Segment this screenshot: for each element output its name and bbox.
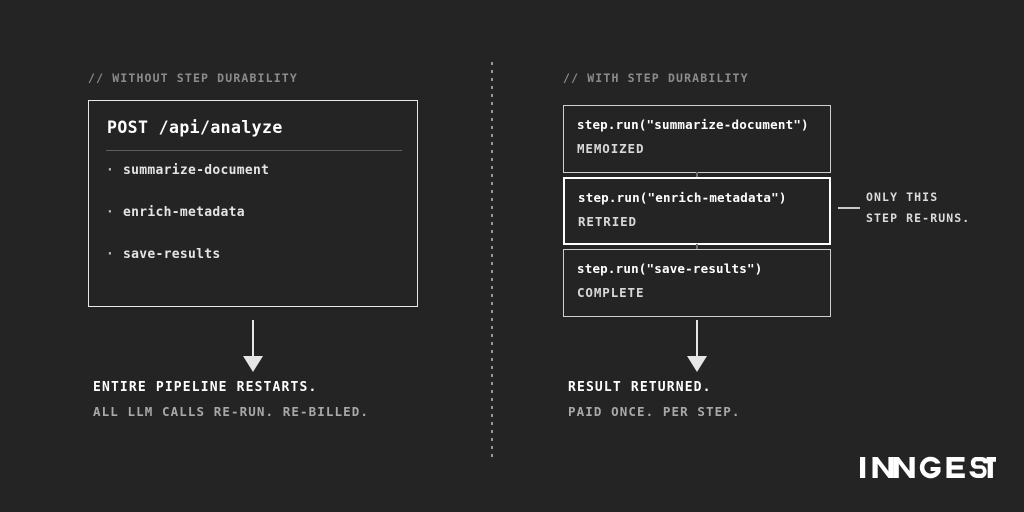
- step-connector-line: [696, 172, 698, 178]
- monolith-step-item: · enrich-metadata: [106, 205, 406, 247]
- arrow-stem: [696, 320, 698, 358]
- monolith-step-label: summarize-document: [123, 163, 270, 178]
- monolith-step-item: · summarize-document: [106, 163, 406, 205]
- monolith-step-list: · summarize-document · enrich-metadata · save…: [106, 163, 406, 289]
- down-arrow-icon-left: [241, 320, 265, 372]
- section-header-without-durability: // WITHOUT STEP DURABILITY: [88, 71, 298, 85]
- vertical-dotted-divider: [491, 62, 493, 462]
- outcome-primary-text: ENTIRE PIPELINE RESTARTS.: [93, 380, 318, 395]
- arrow-stem: [252, 320, 254, 358]
- arrow-head: [243, 356, 263, 372]
- monolith-step-label: save-results: [123, 247, 221, 262]
- callout-line-1: ONLY THIS: [866, 190, 939, 204]
- step-box-enrich-metadata: step.run("enrich-metadata") RETRIED: [563, 177, 831, 245]
- panel-divider-rule: [106, 150, 402, 151]
- arrow-head: [687, 356, 707, 372]
- callout-annotation: ONLY THIS STEP RE-RUNS.: [866, 187, 970, 229]
- callout-leader-line: [838, 207, 860, 209]
- outcome-caption-right: RESULT RETURNED. PAID ONCE. PER STEP.: [568, 380, 741, 419]
- bullet-icon: ·: [106, 247, 115, 262]
- outcome-caption-left: ENTIRE PIPELINE RESTARTS. ALL LLM CALLS …: [93, 380, 369, 419]
- bullet-icon: ·: [106, 163, 115, 178]
- outcome-secondary-text: ALL LLM CALLS RE-RUN. RE-BILLED.: [93, 404, 370, 419]
- outcome-primary-text: RESULT RETURNED.: [568, 380, 712, 395]
- monolith-step-item: · save-results: [106, 247, 406, 289]
- outcome-secondary-text: PAID ONCE. PER STEP.: [568, 404, 741, 419]
- step-call-label: step.run("enrich-metadata"): [578, 190, 787, 205]
- step-status-badge: MEMOIZED: [577, 141, 645, 156]
- callout-line-2: STEP RE-RUNS.: [866, 211, 971, 225]
- endpoint-title: POST /api/analyze: [107, 118, 283, 137]
- monolith-step-label: enrich-metadata: [123, 205, 245, 220]
- step-connector-line: [696, 244, 698, 250]
- monolith-request-panel: POST /api/analyze · summarize-document · en…: [88, 100, 418, 307]
- section-header-with-durability: // WITH STEP DURABILITY: [563, 71, 749, 85]
- bullet-icon: ·: [106, 205, 115, 220]
- step-status-badge: COMPLETE: [577, 285, 645, 300]
- step-status-badge: RETRIED: [578, 214, 637, 229]
- inngest-logo: [860, 452, 996, 482]
- step-call-label: step.run("summarize-document"): [577, 117, 809, 132]
- step-call-label: step.run("save-results"): [577, 261, 763, 276]
- step-box-save-results: step.run("save-results") COMPLETE: [563, 249, 831, 317]
- down-arrow-icon-right: [685, 320, 709, 372]
- step-box-summarize-document: step.run("summarize-document") MEMOIZED: [563, 105, 831, 173]
